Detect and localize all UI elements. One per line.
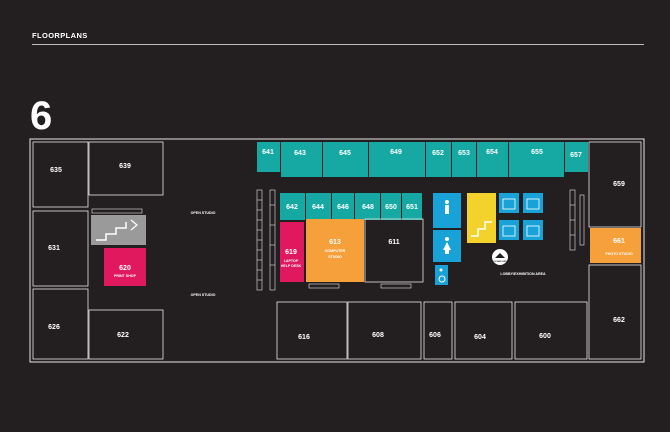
room-606[interactable] <box>423 301 453 360</box>
label-613-sub2: STUDIO <box>328 255 342 259</box>
room-616[interactable] <box>276 301 348 360</box>
room-655[interactable] <box>509 142 564 177</box>
room-600[interactable] <box>514 301 588 360</box>
label-659: 659 <box>613 181 625 188</box>
label-655: 655 <box>531 149 543 156</box>
room-604[interactable] <box>454 301 513 360</box>
label-653: 653 <box>458 150 470 157</box>
restroom-woman-icon <box>443 237 451 254</box>
restroom-man-icon <box>445 200 449 214</box>
building-outline <box>29 138 645 363</box>
room-659[interactable] <box>588 141 642 228</box>
elevator-4 <box>523 220 543 240</box>
label-613-sub1: COMPUTER <box>325 249 346 253</box>
label-642: 642 <box>286 204 298 211</box>
room-619[interactable] <box>280 222 304 282</box>
elevator-2 <box>523 193 543 213</box>
room-657[interactable] <box>565 142 588 172</box>
label-608: 608 <box>372 332 384 339</box>
room-635[interactable] <box>32 141 89 208</box>
room-613[interactable] <box>306 219 364 282</box>
label-661-sub: PHOTO STUDIO <box>605 252 632 256</box>
room-653[interactable] <box>452 142 476 177</box>
room-608[interactable] <box>347 301 422 360</box>
label-635: 635 <box>50 167 62 174</box>
room-652[interactable] <box>426 142 451 177</box>
stairs-icon <box>471 221 492 237</box>
accessible-icon <box>438 268 446 283</box>
room-648[interactable] <box>355 193 380 220</box>
room-662[interactable] <box>588 264 642 360</box>
elevator-1 <box>499 193 519 213</box>
label-lobby: LOBBY/EXHIBITION AREA <box>500 272 546 276</box>
header-rule <box>32 44 644 45</box>
label-652: 652 <box>432 150 444 157</box>
label-662: 662 <box>613 317 625 324</box>
label-613: 613 <box>329 239 341 246</box>
label-651: 651 <box>406 204 418 211</box>
label-643: 643 <box>294 150 306 157</box>
room-654[interactable] <box>477 142 508 177</box>
room-646[interactable] <box>332 193 354 220</box>
room-626[interactable] <box>32 288 89 360</box>
label-641: 641 <box>262 149 274 156</box>
arrow-right-icon <box>130 219 138 231</box>
floor-number: 6 <box>30 94 53 138</box>
label-619-sub2: HELP DESK <box>281 264 302 268</box>
top-teal-rooms <box>257 142 588 177</box>
room-639[interactable] <box>88 141 164 196</box>
label-open-studio-bottom: OPEN STUDIO <box>191 293 216 297</box>
label-657: 657 <box>570 152 582 159</box>
page-header: FLOORPLANS <box>32 31 88 40</box>
label-648: 648 <box>362 204 374 211</box>
label-620-sub: PRINT SHOP <box>114 274 137 278</box>
label-611: 611 <box>388 239 399 246</box>
label-626: 626 <box>48 324 60 331</box>
label-646: 646 <box>337 204 349 211</box>
room-649[interactable] <box>369 142 425 177</box>
room-622[interactable] <box>88 309 164 360</box>
label-622: 622 <box>117 332 129 339</box>
room-651[interactable] <box>402 193 422 220</box>
label-661: 661 <box>613 238 625 245</box>
shelving <box>91 189 585 291</box>
room-642[interactable] <box>280 193 305 220</box>
label-649: 649 <box>390 149 402 156</box>
label-open-studio-top: OPEN STUDIO <box>191 211 216 215</box>
room-641[interactable] <box>257 142 280 172</box>
label-645: 645 <box>339 150 351 157</box>
label-631: 631 <box>48 245 60 252</box>
stairs-icon <box>96 222 127 241</box>
label-600: 600 <box>539 333 551 340</box>
label-654: 654 <box>486 149 498 156</box>
you-are-here-arrow <box>495 253 505 258</box>
elevator-3 <box>499 220 519 240</box>
label-650: 650 <box>385 204 397 211</box>
room-620[interactable] <box>104 248 146 286</box>
room-661[interactable] <box>590 228 641 263</box>
stairs-center <box>467 193 496 243</box>
label-620: 620 <box>119 265 131 272</box>
label-619-sub1: LAPTOP <box>284 259 299 263</box>
label-616: 616 <box>298 334 310 341</box>
elevator-icon <box>502 198 540 237</box>
label-you-are-here: YOU ARE HERE <box>492 260 509 263</box>
label-644: 644 <box>312 204 324 211</box>
room-645[interactable] <box>323 142 368 177</box>
second-teal-rooms <box>280 193 422 220</box>
room-611[interactable] <box>364 218 424 283</box>
room-643[interactable] <box>281 142 322 177</box>
room-650[interactable] <box>381 193 401 220</box>
label-639: 639 <box>119 163 131 170</box>
label-606: 606 <box>429 332 441 339</box>
label-619: 619 <box>285 249 297 256</box>
label-604: 604 <box>474 334 486 341</box>
room-631[interactable] <box>32 210 89 287</box>
room-644[interactable] <box>306 193 331 220</box>
